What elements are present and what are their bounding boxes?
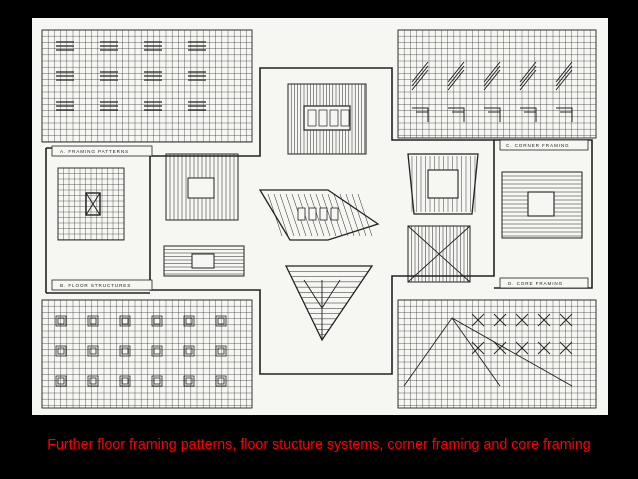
panel-label-corner-framing: C. CORNER FRAMING xyxy=(499,139,589,151)
marks-framing-patterns xyxy=(56,41,206,111)
panel-label-core-framing: D. CORE FRAMING xyxy=(499,277,589,289)
cell-top-center xyxy=(318,109,328,127)
framing-marks xyxy=(55,41,573,387)
core-slab-right xyxy=(527,191,555,217)
cell-skew-center xyxy=(297,207,306,221)
core-upper xyxy=(187,177,215,199)
cell-skew-center xyxy=(330,207,339,221)
cell-top-center xyxy=(307,109,317,127)
marks-floor-structures xyxy=(55,315,227,387)
plan-cross-right xyxy=(407,225,471,283)
label-corner-framing: C. CORNER FRAMING xyxy=(506,143,570,148)
cell-skew-center xyxy=(319,207,328,221)
label-floor-structures: B. FLOOR STRUCTURES xyxy=(60,283,131,288)
panel-label-floor-structures: B. FLOOR STRUCTURES xyxy=(51,279,153,291)
slide-caption: Further floor framing patterns, floor st… xyxy=(47,437,591,453)
plan-cross-diagonals xyxy=(407,225,471,283)
core-box-left xyxy=(85,192,101,216)
panel-label-framing-patterns: A. FRAMING PATTERNS xyxy=(51,145,153,157)
marks-corner-framing xyxy=(411,61,573,122)
plan-drawing: A. FRAMING PATTERNS B. FLOOR STRUCTURES … xyxy=(41,29,597,409)
grid-core-framing xyxy=(397,299,597,409)
cell-skew-center xyxy=(308,207,317,221)
label-core-framing: D. CORE FRAMING xyxy=(508,281,563,286)
plan-triangle-core xyxy=(303,279,341,340)
core-splay-right xyxy=(427,169,459,199)
plan-skew-center xyxy=(258,189,380,241)
grid-floor-structures xyxy=(41,299,253,409)
drawing-sheet: A. FRAMING PATTERNS B. FLOOR STRUCTURES … xyxy=(32,18,608,415)
marks-core-framing xyxy=(403,313,573,387)
grid-framing-patterns xyxy=(41,29,253,143)
core-lower xyxy=(191,253,215,269)
label-framing-patterns: A. FRAMING PATTERNS xyxy=(60,149,129,154)
cell-top-center xyxy=(329,109,339,127)
grid-panels xyxy=(41,29,597,409)
grid-corner-framing xyxy=(397,29,597,139)
floor-plans xyxy=(57,83,583,342)
cell-top-center xyxy=(340,109,350,127)
plan-triangle-hatch xyxy=(288,271,369,335)
core-cross-left xyxy=(85,192,101,216)
plan-grid-left xyxy=(57,167,125,241)
